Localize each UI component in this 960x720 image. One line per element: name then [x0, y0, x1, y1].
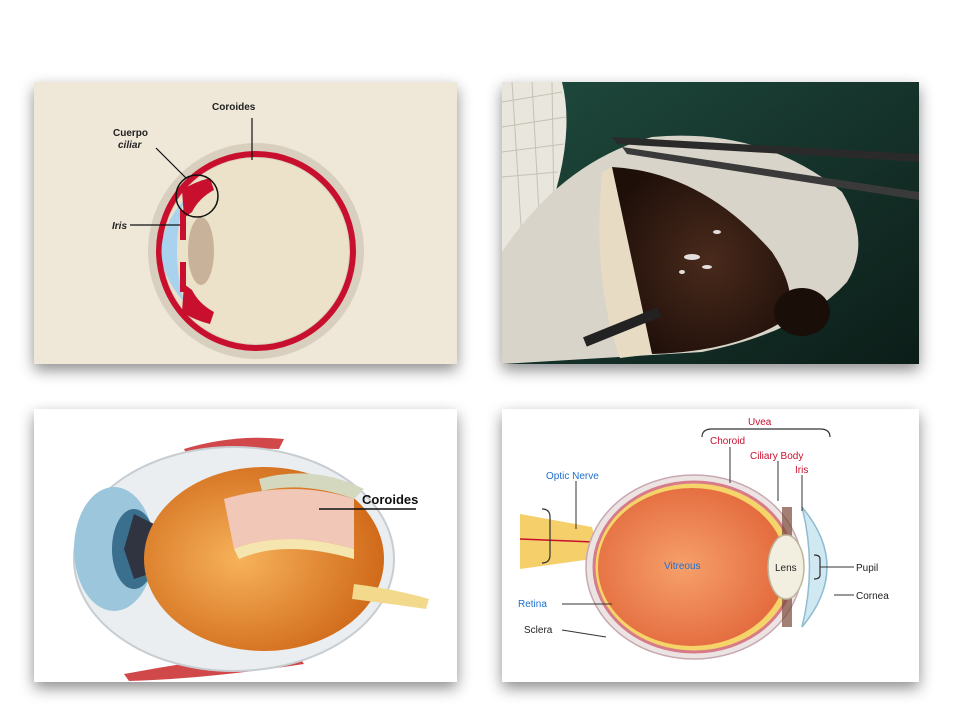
scissors-blade-bottom — [622, 147, 919, 200]
lens — [767, 534, 805, 600]
cuerpo-ciliar-leader — [155, 147, 187, 179]
label-iris: Iris — [795, 465, 808, 476]
ciliary-body-lower — [182, 284, 214, 324]
label-retina: Retina — [518, 599, 547, 610]
exposed-choroid — [612, 167, 790, 354]
surgical-dissection-photo — [502, 82, 919, 364]
eye-diagram-english: Uvea Choroid Ciliary Body Iris Optic Ner… — [502, 409, 919, 682]
label-sclera: Sclera — [524, 625, 553, 636]
label-vitreous: Vitreous — [664, 561, 701, 572]
optic-nerve — [352, 584, 429, 609]
eye-cross-section-svg: Coroides Cuerpo ciliar Iris — [34, 82, 457, 364]
label-cornea: Cornea — [856, 591, 889, 602]
scissors-blade-top — [612, 137, 919, 162]
choroid-wedge — [224, 489, 354, 549]
eye-diagram-spanish: Coroides Cuerpo ciliar Iris — [34, 82, 457, 364]
cornea — [801, 506, 828, 628]
label-choroid: Choroid — [710, 436, 745, 447]
label-ciliar: ciliar — [118, 140, 142, 151]
eye-cutaway-illustration: Coroides — [34, 409, 457, 682]
iris-upper — [180, 210, 186, 240]
label-lens: Lens — [775, 563, 797, 574]
iris-lower — [180, 262, 186, 292]
label-coroides: Coroides — [212, 102, 256, 113]
label-coroides: Coroides — [362, 492, 418, 507]
scleral-flap — [599, 167, 652, 358]
eye-labeled-svg: Uvea Choroid Ciliary Body Iris Optic Ner… — [502, 409, 919, 682]
dissection-photo-svg — [502, 82, 919, 364]
optic-nerve-bracket — [541, 508, 551, 564]
vitreous-body — [598, 488, 786, 646]
label-optic-nerve: Optic Nerve — [546, 471, 599, 482]
label-cuerpo: Cuerpo — [113, 128, 148, 139]
dark-spot — [774, 288, 830, 336]
lens — [188, 217, 214, 285]
ciliary-callout-circle — [175, 174, 219, 218]
label-ciliary-body: Ciliary Body — [750, 451, 803, 462]
ciliary-body-upper — [182, 178, 214, 218]
vitreous-body — [163, 158, 349, 344]
label-iris: Iris — [112, 221, 127, 232]
forceps — [583, 307, 661, 347]
uvea-bracket — [701, 428, 831, 438]
eye-cutaway-svg: Coroides — [34, 409, 457, 682]
label-pupil: Pupil — [856, 563, 878, 574]
choroid-layer — [156, 151, 356, 351]
retina-layer — [234, 539, 354, 559]
label-uvea: Uvea — [748, 417, 772, 428]
sclera-cut — [259, 473, 364, 499]
